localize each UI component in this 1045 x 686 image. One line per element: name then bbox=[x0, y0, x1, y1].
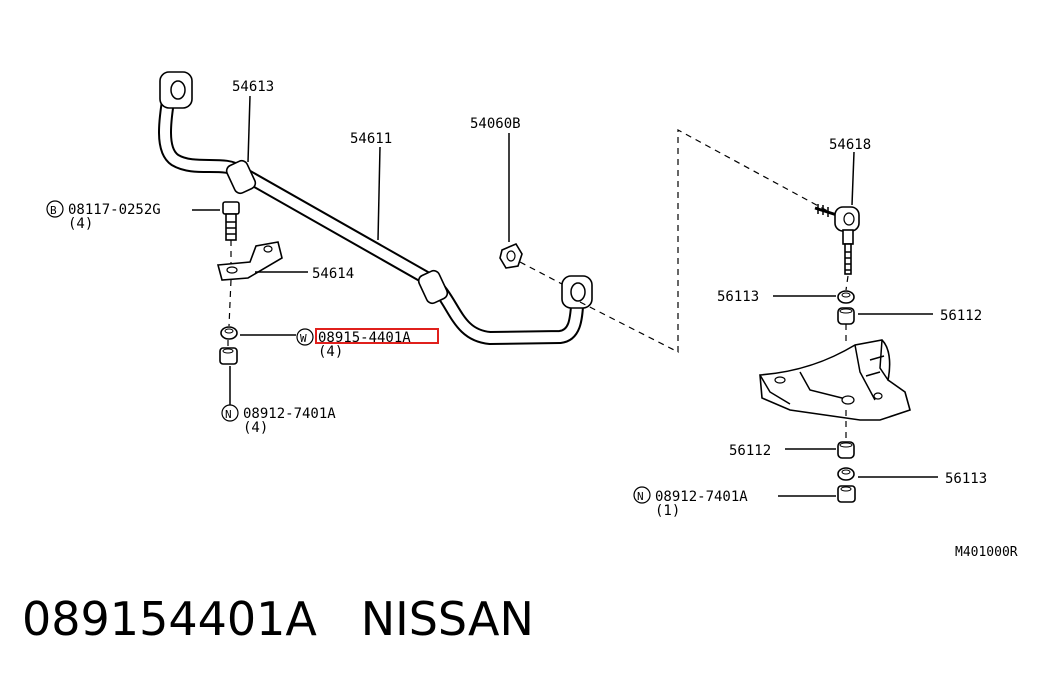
mark-w: W bbox=[300, 332, 307, 345]
leader-lines bbox=[192, 95, 938, 497]
label-56113-bottom: 56113 bbox=[945, 471, 987, 487]
label-08912-left: 08912-7401A bbox=[243, 406, 336, 422]
label-54060b: 54060B bbox=[470, 116, 521, 132]
axis-line-lower-left bbox=[228, 279, 232, 327]
mark-n-left: N bbox=[225, 408, 232, 421]
qty-08912-left: (4) bbox=[243, 420, 268, 436]
axis-line-link bbox=[579, 128, 836, 353]
bolt-08117 bbox=[222, 201, 240, 241]
axis-line-54060b bbox=[519, 261, 563, 285]
callout-08915: W 08915-4401A (4) bbox=[296, 328, 439, 360]
bushing-54613-right bbox=[417, 269, 449, 305]
nut-08912-right bbox=[837, 485, 856, 503]
bar-end-left bbox=[159, 71, 193, 109]
washer-56113-top bbox=[837, 290, 855, 304]
bushing-56112-top bbox=[837, 307, 855, 325]
callout-08117: B 08117-0252G (4) bbox=[46, 200, 161, 232]
bushing-54613-left bbox=[225, 159, 257, 195]
bushing-56112-bottom bbox=[837, 441, 855, 459]
mark-b: B bbox=[50, 204, 57, 217]
qty-08117: (4) bbox=[68, 216, 93, 232]
callout-08912-left: N 08912-7401A (4) bbox=[221, 404, 336, 436]
label-54618: 54618 bbox=[829, 137, 871, 153]
label-56113-top: 56113 bbox=[717, 289, 759, 305]
footer-part-number: 089154401A bbox=[22, 592, 317, 646]
nut-08912-left bbox=[219, 347, 238, 365]
label-08912-right: 08912-7401A bbox=[655, 489, 748, 505]
highlight-box bbox=[315, 328, 439, 344]
label-54613: 54613 bbox=[232, 79, 274, 95]
lower-arm-bracket bbox=[759, 339, 911, 421]
bar-end-right bbox=[561, 275, 593, 309]
qty-08915: (4) bbox=[318, 344, 343, 360]
connecting-rod-54618 bbox=[814, 204, 860, 275]
mark-n-right: N bbox=[637, 490, 644, 503]
figure-code: M401000R bbox=[955, 545, 1018, 560]
label-54611: 54611 bbox=[350, 131, 392, 147]
footer-brand: NISSAN bbox=[360, 592, 534, 646]
label-08117: 08117-0252G bbox=[68, 202, 161, 218]
bracket-54614 bbox=[216, 241, 283, 281]
label-56112-bottom: 56112 bbox=[729, 443, 771, 459]
axis-line-rod bbox=[845, 275, 849, 291]
label-54614: 54614 bbox=[312, 266, 354, 282]
footer-caption: 089154401A NISSAN bbox=[22, 592, 534, 646]
washer-08915 bbox=[220, 326, 238, 340]
nut-54060b bbox=[499, 242, 523, 269]
label-56112-top: 56112 bbox=[940, 308, 982, 324]
washer-56113-bottom bbox=[837, 467, 855, 481]
qty-08912-right: (1) bbox=[655, 503, 680, 519]
callout-08912-right: N 08912-7401A (1) bbox=[633, 486, 748, 519]
